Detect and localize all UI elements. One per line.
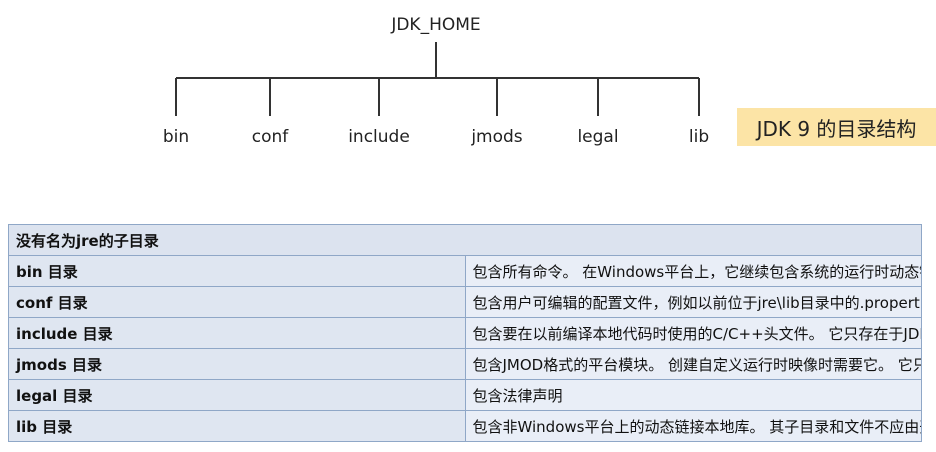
- directory-name-cell: conf 目录: [8, 286, 466, 318]
- tree-root-label: JDK_HOME: [390, 15, 480, 35]
- tree-child-label: include: [348, 127, 410, 147]
- table-row: conf 目录包含用户可编辑的配置文件，例如以前位于jre\lib目录中的.pr…: [8, 286, 922, 318]
- directory-name-cell: lib 目录: [8, 410, 466, 442]
- tree-child-label: lib: [689, 127, 709, 147]
- tree-child-label: legal: [577, 127, 618, 147]
- table-row: jmods 目录包含JMOD格式的平台模块。 创建自定义运行时映像时需要它。 它…: [8, 348, 922, 380]
- table-header-row: 没有名为jre的子目录: [8, 224, 922, 256]
- table-header-cell: 没有名为jre的子目录: [8, 224, 922, 256]
- directory-name-cell: jmods 目录: [8, 348, 466, 380]
- directory-description-cell: 包含法律声明: [464, 379, 922, 411]
- directory-description-cell: 包含要在以前编译本地代码时使用的C/C++头文件。 它只存在于JDK中: [464, 317, 922, 349]
- directory-description-cell: 包含JMOD格式的平台模块。 创建自定义运行时映像时需要它。 它只存在于JDK中: [464, 348, 922, 380]
- directory-table: 没有名为jre的子目录 bin 目录包含所有命令。 在Windows平台上，它继…: [8, 224, 922, 442]
- directory-tree: JDK_HOME bin conf include jmods legal lib: [163, 15, 709, 147]
- tree-child-label: bin: [163, 127, 189, 147]
- directory-description-cell: 包含非Windows平台上的动态链接本地库。 其子目录和文件不应由开发人员直接编…: [464, 410, 922, 442]
- diagram-caption: JDK 9 的目录结构: [737, 108, 936, 146]
- directory-name-cell: include 目录: [8, 317, 466, 349]
- directory-name-cell: bin 目录: [8, 255, 466, 287]
- directory-description-cell: 包含所有命令。 在Windows平台上，它继续包含系统的运行时动态链接库。: [464, 255, 922, 287]
- table-row: legal 目录包含法律声明: [8, 379, 922, 411]
- table-row: include 目录包含要在以前编译本地代码时使用的C/C++头文件。 它只存在…: [8, 317, 922, 349]
- directory-description-cell: 包含用户可编辑的配置文件，例如以前位于jre\lib目录中的.propertie…: [464, 286, 922, 318]
- tree-children: bin conf include jmods legal lib: [163, 78, 709, 147]
- directory-name-cell: legal 目录: [8, 379, 466, 411]
- tree-child-label: jmods: [470, 127, 522, 147]
- tree-child-label: conf: [252, 127, 290, 147]
